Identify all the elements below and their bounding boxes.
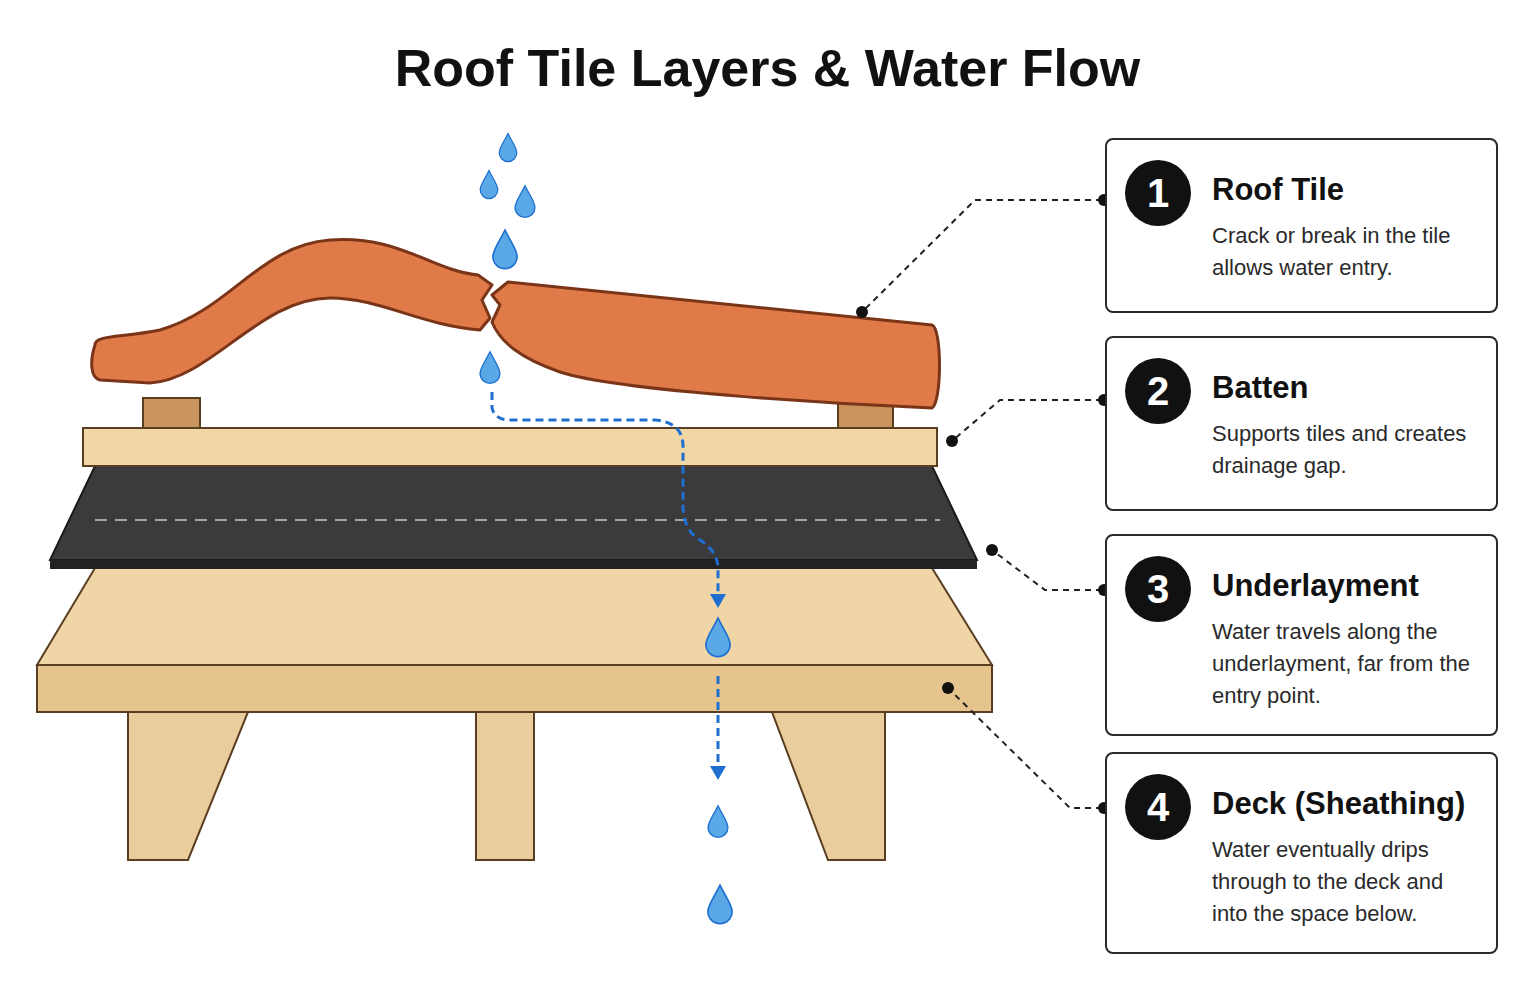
callout-description: Water eventually drips through to the de… xyxy=(1212,834,1482,930)
callout-box: UnderlaymentWater travels along the unde… xyxy=(1105,534,1498,736)
callout-number-text: 3 xyxy=(1147,567,1169,612)
callout-description: Water travels along the underlayment, fa… xyxy=(1212,616,1482,712)
callout-heading: Batten xyxy=(1212,370,1482,406)
underlayment xyxy=(50,466,977,569)
water-drops xyxy=(480,134,732,924)
callout-number-text: 4 xyxy=(1147,785,1169,830)
callout-number-text: 1 xyxy=(1147,171,1169,216)
leader-dots xyxy=(856,194,1110,814)
joists xyxy=(128,712,885,860)
callout-number: 4 xyxy=(1125,774,1191,840)
callout-number: 2 xyxy=(1125,358,1191,424)
callout-box: Deck (Sheathing) Water eventually drips t… xyxy=(1105,752,1498,954)
callout-heading: Roof Tile xyxy=(1212,172,1482,208)
roof-tile xyxy=(92,240,940,408)
callout-description: Crack or break in the tile allows water … xyxy=(1212,220,1482,284)
tile-lugs xyxy=(143,398,893,428)
batten xyxy=(83,428,937,466)
deck xyxy=(37,568,992,712)
callout-number: 3 xyxy=(1125,556,1191,622)
callout-number-text: 2 xyxy=(1147,369,1169,414)
title: Roof Tile Layers & Water Flow xyxy=(0,38,1535,98)
callout-description: Supports tiles and creates drainage gap. xyxy=(1212,418,1482,482)
callout-number: 1 xyxy=(1125,160,1191,226)
callout-box: Roof TileCrack or break in the tile allo… xyxy=(1105,138,1498,313)
leader-lines xyxy=(862,200,1102,808)
water-arrowheads xyxy=(710,594,726,780)
water-path xyxy=(492,392,718,768)
callout-box: BattenSupports tiles and creates drainag… xyxy=(1105,336,1498,511)
callout-heading: Deck (Sheathing) xyxy=(1212,786,1482,822)
callout-heading: Underlayment xyxy=(1212,568,1482,604)
